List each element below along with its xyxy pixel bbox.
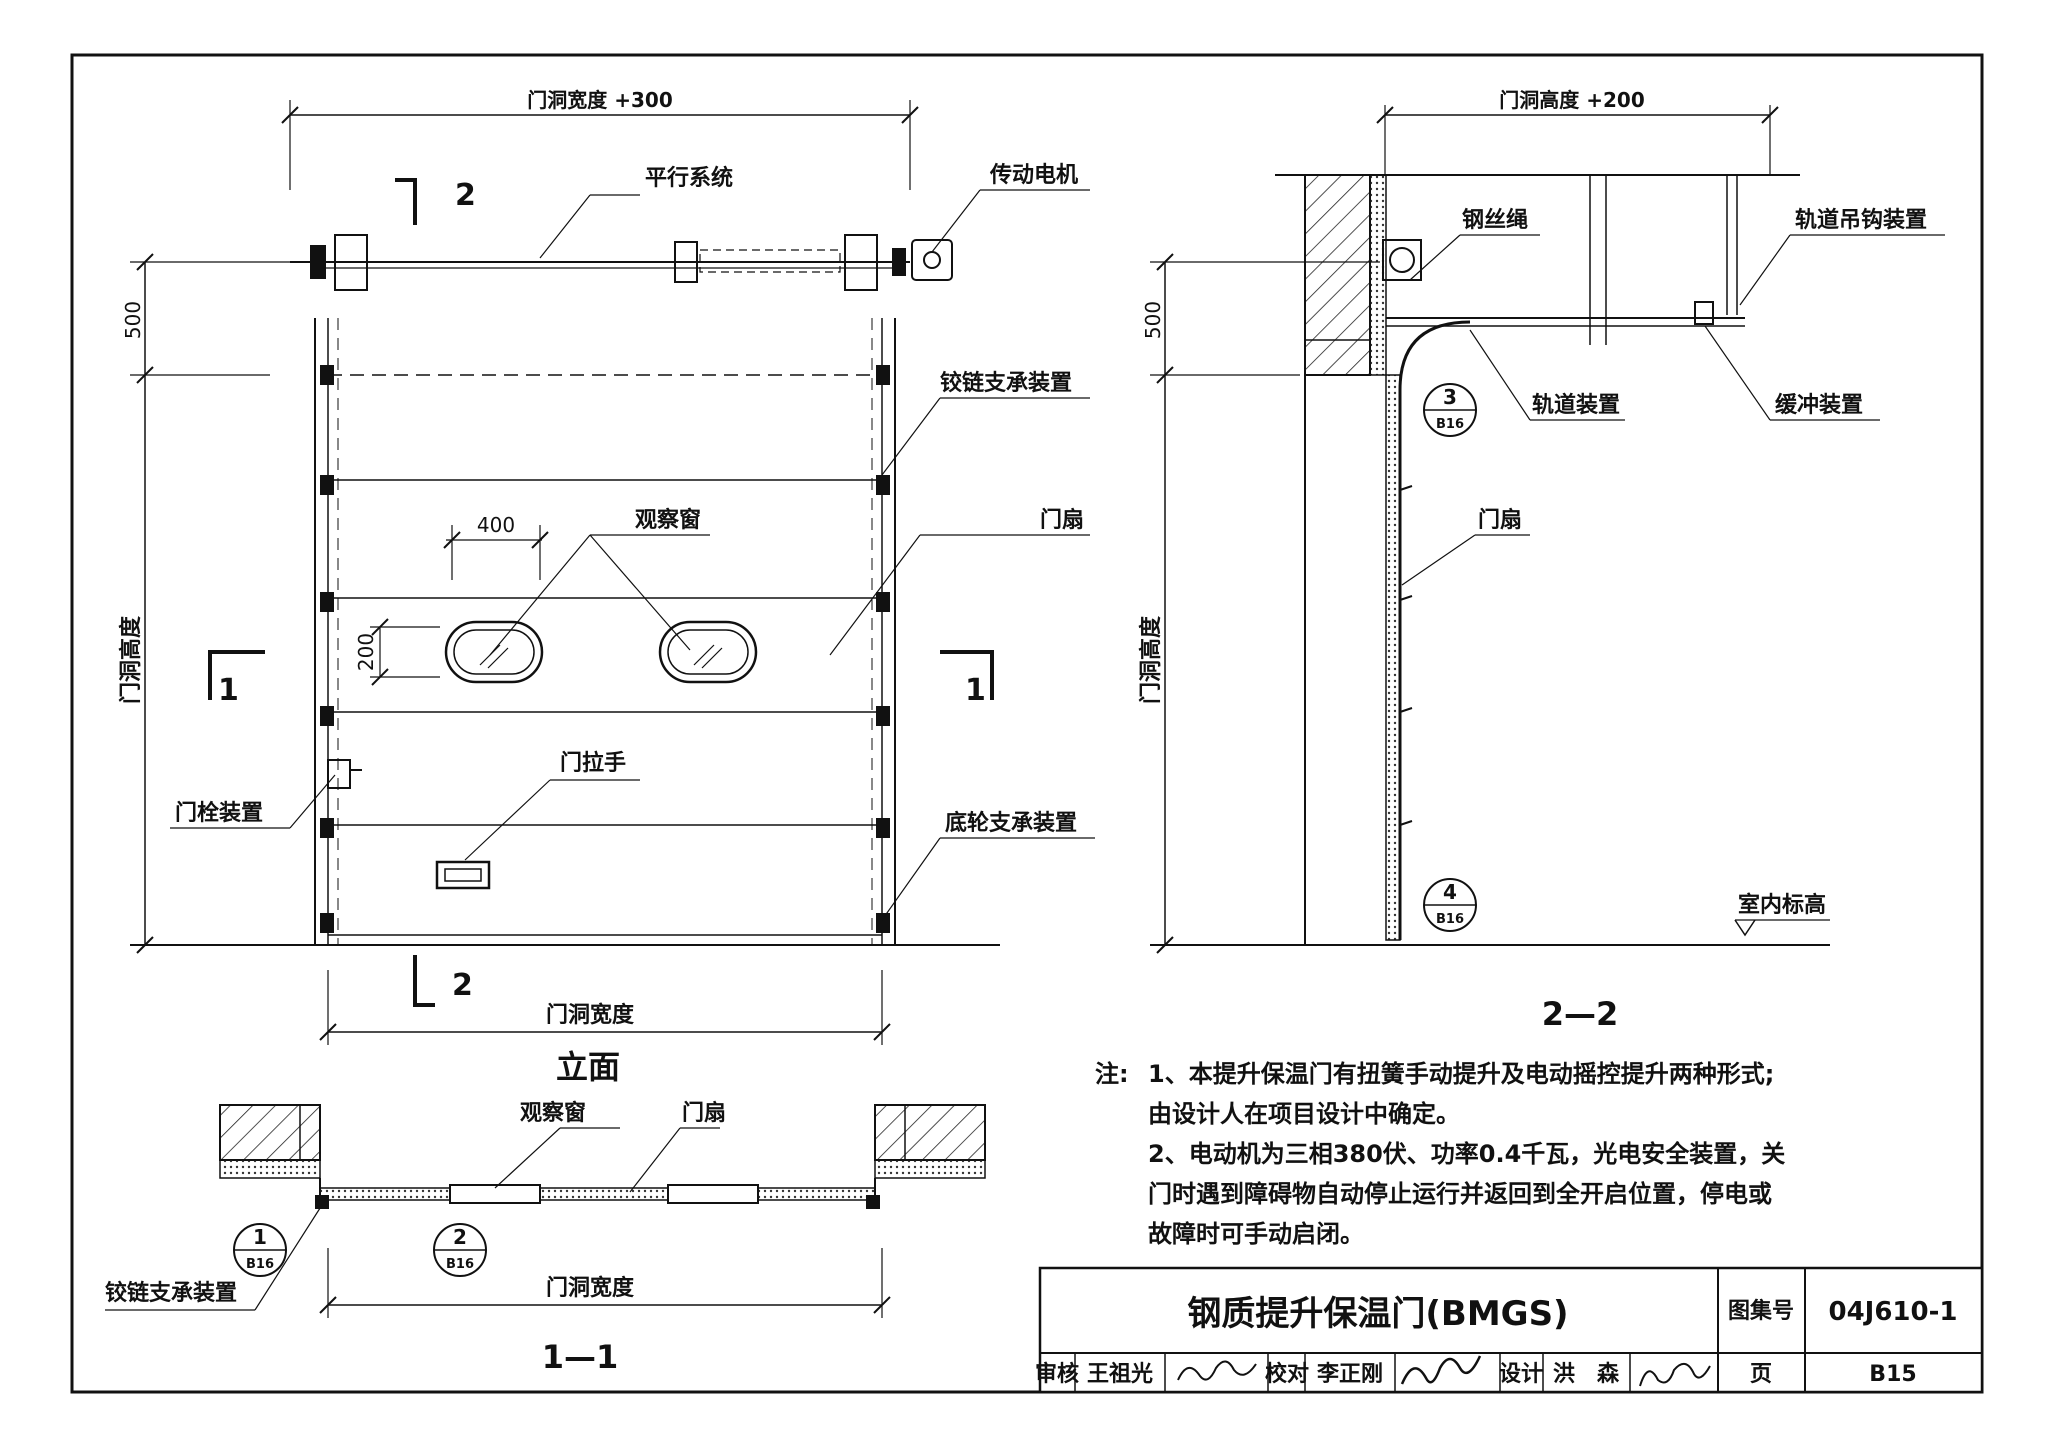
tb-atlas-label: 图集号 [1728,1298,1794,1324]
viewing-window-right [658,620,758,684]
label-buffer: 缓冲装置 [1775,392,1863,418]
reviewer-signature [1177,1360,1257,1381]
label-track-hook: 轨道吊钩装置 [1795,207,1927,233]
label-door-leaf: 门扇 [1040,507,1084,533]
svg-text:B16: B16 [446,1257,474,1272]
label-latch: 门栓装置 [175,800,263,826]
notes-line-1: 1、本提升保温门有扭簧手动提升及电动摇控提升两种形式; [1148,1060,1774,1088]
designer-signature [1639,1363,1711,1387]
title-block: 钢质提升保温门(BMGS) 图集号 04J610-1 审核 王祖光 校对 李正刚… [1035,1266,1984,1394]
svg-text:B16: B16 [1436,417,1464,432]
elevation-title: 立面 [556,1048,620,1086]
detail-bubble-1: 1 B16 [233,1223,287,1277]
label-drive-motor-text: 传动电机 [989,163,1078,188]
elevation-view: 门洞宽度 +300 2 2 1 1 500 门洞高度 [118,88,1095,1086]
hinge-set-left [320,365,334,933]
label-wire-rope: 钢丝绳 [1462,207,1528,233]
wall-lintel [1304,174,1371,376]
section22-title: 2—2 [1542,995,1619,1033]
elev-sec2-top: 2 [455,178,476,213]
tb-page-no: B15 [1869,1362,1916,1387]
sheet-border [70,53,1984,1394]
checker-signature [1400,1355,1482,1385]
notes-line-3: 2、电动机为三相380伏、功率0.4千瓦，光电安全装置，关 [1148,1140,1785,1168]
elev-dim-height: 门洞高度 [118,615,144,704]
label-plan-door-leaf: 门扇 [682,1100,726,1126]
tb-page-label: 页 [1750,1362,1772,1387]
tb-drawing-title: 钢质提升保温门(BMGS) [1187,1294,1568,1334]
sec22-dim-top: 门洞高度 +200 [1499,88,1644,112]
label-floor: 室内标高 [1738,892,1826,918]
sec22-dim-500: 500 [1141,301,1165,339]
svg-text:2: 2 [453,1225,467,1249]
plan-window-right [667,1184,759,1204]
notes-line-2: 由设计人在项目设计中确定。 [1148,1100,1460,1128]
label-door-leaf-22: 门扇 [1478,507,1522,533]
section-2-2-view: 门洞高度 +200 [1138,88,1945,1033]
tb-review-label: 审核 [1035,1361,1079,1387]
tb-check-label: 校对 [1265,1361,1309,1387]
label-plan-window: 观察窗 [520,1100,586,1126]
plan-dim-width: 门洞宽度 [546,1275,635,1301]
viewing-window-left [444,620,544,684]
curved-track [1398,320,1471,940]
notes-line-5: 故障时可手动启闭。 [1148,1220,1364,1248]
tb-atlas-no: 04J610-1 [1828,1297,1957,1327]
svg-text:4: 4 [1443,880,1457,904]
notes-prefix: 注: [1095,1060,1129,1088]
elev-sec2-bottom: 2 [452,968,473,1003]
elev-sec1-left: 1 [218,673,239,708]
hinge-set-right [876,365,890,933]
label-hinge-support: 铰链支承装置 [940,370,1072,396]
latch-device [327,759,362,789]
notes-line-4: 门时遇到障碍物自动停止运行并返回到全开启位置，停电或 [1148,1180,1772,1208]
svg-text:B16: B16 [246,1257,274,1272]
elev-sec1-right: 1 [965,673,986,708]
label-viewing-window: 观察窗 [635,507,701,533]
label-parallel-system: 平行系统 [645,165,733,191]
section-1-1-view: 观察窗 门扇 1 B16 2 B16 铰链支承装置 门洞宽度 1—1 [105,1100,986,1376]
tb-designer: 洪 森 [1553,1361,1620,1387]
parallel-shaft-system [290,234,910,291]
section11-title: 1—1 [542,1338,619,1376]
door-leaf-section [1385,374,1401,941]
sec22-dim-height: 门洞高度 [1138,615,1164,704]
svg-text:B16: B16 [1436,912,1464,927]
door-handle [435,860,491,890]
svg-text:1: 1 [253,1225,267,1249]
detail-bubble-3: 3 B16 [1423,383,1477,437]
elev-dim-top: 门洞宽度 +300 [527,88,672,112]
elev-dim-window-h: 200 [354,633,378,671]
wire-rope-drum [1382,239,1422,281]
buffer-device [1694,301,1714,325]
elev-dim-500: 500 [121,301,145,339]
svg-text:3: 3 [1443,385,1457,409]
tb-checker: 李正刚 [1316,1362,1383,1387]
door-leaf-plan [319,1187,876,1201]
notes-block: 注: 1、本提升保温门有扭簧手动提升及电动摇控提升两种形式; 由设计人在项目设计… [1095,1060,1785,1248]
tb-reviewer: 王祖光 [1087,1362,1153,1387]
plan-window-left [449,1184,541,1204]
label-door-handle: 门拉手 [560,750,626,776]
label-bottom-wheel: 底轮支承装置 [945,810,1077,836]
detail-bubble-4: 4 B16 [1423,878,1477,932]
label-plan-hinge: 铰链支承装置 [105,1280,237,1306]
label-track: 轨道装置 [1532,392,1620,418]
elev-dim-bottom: 门洞宽度 [546,1002,635,1028]
elev-dim-window-w: 400 [477,513,515,537]
tb-design-label: 设计 [1499,1362,1543,1387]
drive-motor [911,239,953,281]
detail-bubble-2: 2 B16 [433,1223,487,1277]
